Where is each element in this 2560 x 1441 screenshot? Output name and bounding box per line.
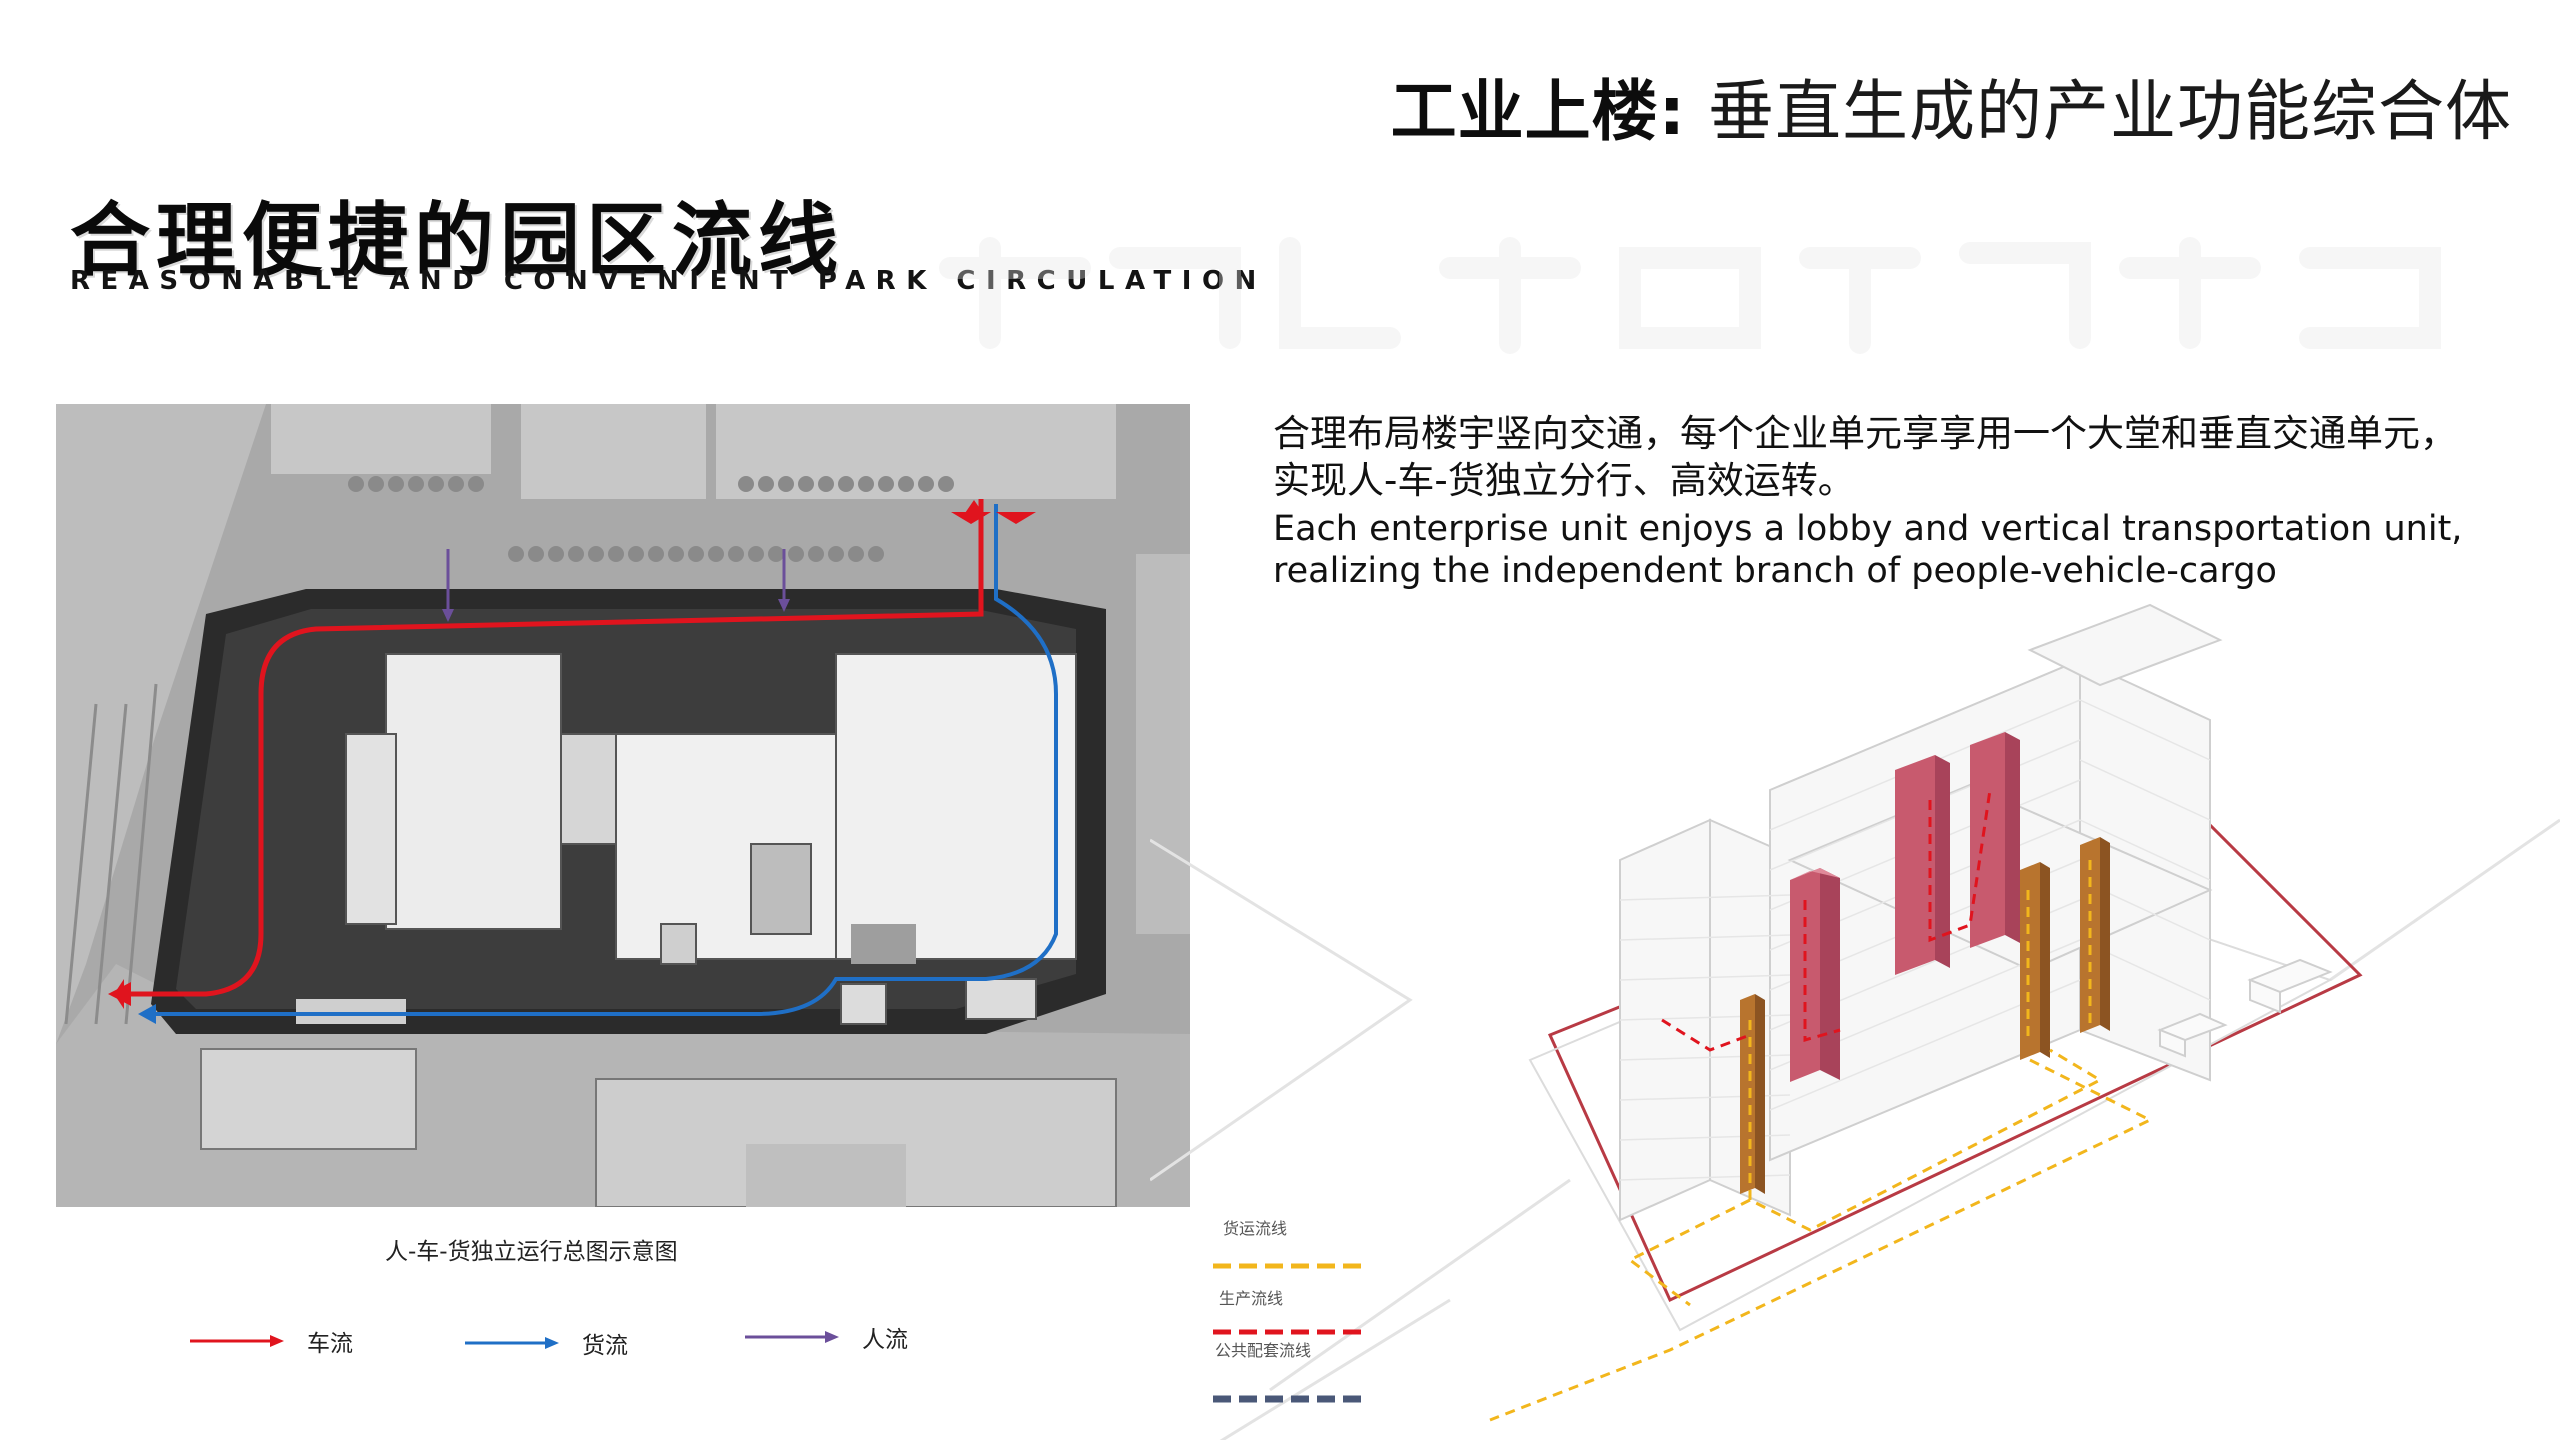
people-flow-lines bbox=[446, 549, 786, 614]
public-flow-dash-icon bbox=[1213, 1395, 1368, 1403]
flow-legend: 货运流线 生产流线 公共配套流线 bbox=[1205, 1215, 1405, 1415]
legend-item-people: 人流 bbox=[745, 1320, 908, 1354]
legend-label-vehicle: 车流 bbox=[307, 1331, 353, 1357]
vehicle-arrow-icon bbox=[190, 1335, 284, 1347]
site-plan-caption: 人-车-货独立运行总图示意图 bbox=[385, 1239, 678, 1265]
background-watermark bbox=[939, 237, 2441, 354]
flow-legend-label-production: 生产流线 bbox=[1219, 1289, 1284, 1308]
cargo-flow-line bbox=[156, 504, 1058, 1016]
cargo-flow-dash-icon bbox=[1213, 1263, 1368, 1269]
section-subtitle-en: REASONABLE AND CONVENIENT PARK CIRCULATI… bbox=[70, 266, 1267, 296]
legend-label-cargo: 货流 bbox=[582, 1333, 628, 1359]
site-plan-image bbox=[56, 404, 1190, 1207]
site-plan-drawing bbox=[56, 404, 1190, 1207]
production-cores bbox=[1790, 732, 2020, 1082]
header-title-bold: 工业上楼: bbox=[1390, 73, 1687, 150]
flow-legend-label-public: 公共配套流线 bbox=[1215, 1341, 1312, 1360]
description-en: Each enterprise unit enjoys a lobby and … bbox=[1273, 509, 2463, 591]
legend-item-vehicle: 车流 bbox=[190, 1324, 353, 1358]
vehicle-flow-line bbox=[131, 499, 984, 997]
header-title-rest: 垂直生成的产业功能综合体 bbox=[1686, 73, 2512, 150]
cargo-arrow-icon bbox=[465, 1337, 559, 1349]
people-arrow-icon bbox=[745, 1331, 839, 1343]
site-plan-legend: 车流 货流 人流 bbox=[190, 1324, 910, 1364]
production-flow-dash-icon bbox=[1213, 1329, 1368, 1335]
axonometric-diagram bbox=[1150, 603, 2560, 1440]
page-header-title: 工业上楼: 垂直生成的产业功能综合体 bbox=[1391, 58, 2512, 154]
legend-item-cargo: 货流 bbox=[465, 1326, 628, 1360]
section-title: 合理便捷的园区流线 bbox=[70, 194, 844, 287]
flow-legend-label-cargo: 货运流线 bbox=[1223, 1219, 1288, 1238]
legend-label-people: 人流 bbox=[862, 1327, 908, 1353]
description-zh: 合理布局楼宇竖向交通，每个企业单元享享用一个大堂和垂直交通单元，实现人-车-货独… bbox=[1273, 412, 2457, 502]
